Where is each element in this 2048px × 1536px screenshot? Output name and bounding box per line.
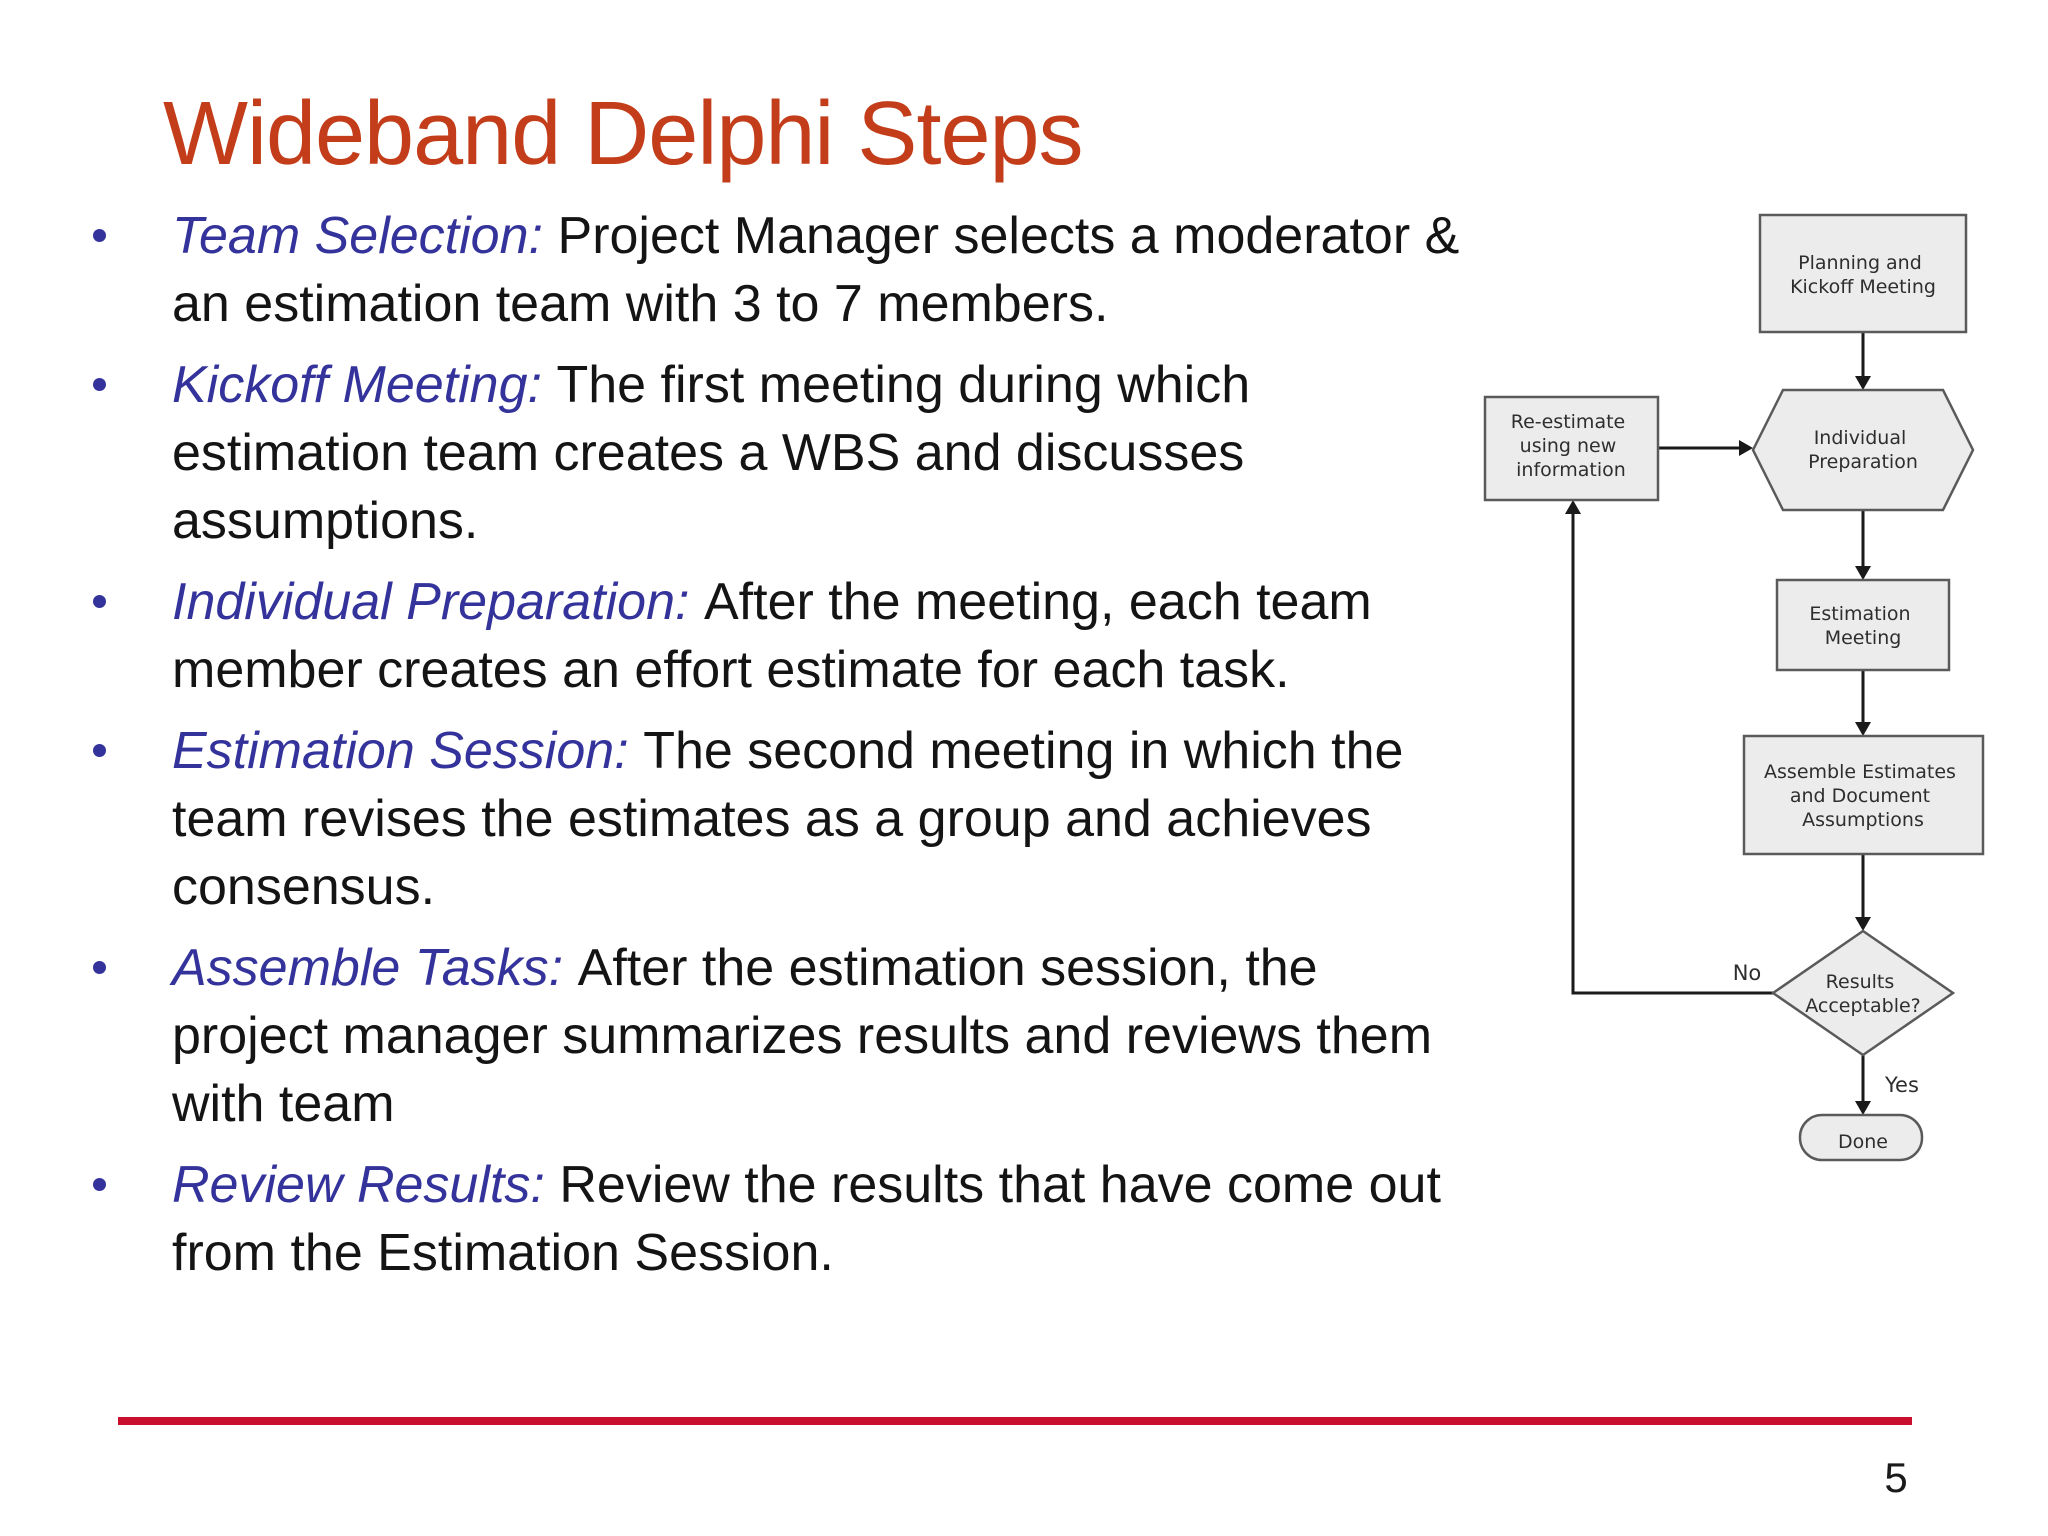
flow-node-estimation-label: Estimation Meeting — [1809, 603, 1916, 649]
flow-node-results-acceptable — [1770, 929, 1956, 1057]
bullet-lead: Kickoff Meeting: — [172, 356, 542, 414]
flow-node-done — [1798, 1113, 1924, 1162]
bullet-line: Assemble Tasks:After the estimation sess… — [172, 934, 1573, 1002]
bullet-item-review-results: Review Results:Review the results that h… — [93, 1151, 1573, 1287]
bullet-text: After the estimation session, the — [577, 939, 1318, 997]
bullet-lead: Review Results: — [172, 1156, 545, 1214]
bullet-dot — [93, 744, 106, 757]
arrowhead-icon — [1565, 500, 1581, 514]
bullet-line: team revises the estimates as a group an… — [172, 790, 1372, 848]
bullet-line: Individual Preparation:After the meeting… — [172, 568, 1573, 636]
bullet-lead: Individual Preparation: — [172, 573, 690, 631]
page-title: Wideband Delphi Steps — [163, 84, 1084, 184]
bullet-dot — [93, 229, 106, 242]
bullet-lead: Team Selection: — [172, 207, 543, 265]
bullet-item-individual-preparation: Individual Preparation:After the meeting… — [93, 568, 1573, 704]
bullet-item-team-selection: Team Selection:Project Manager selects a… — [93, 202, 1573, 338]
bullet-text: After the meeting, each team — [703, 573, 1372, 631]
edge-label-no: No — [1733, 961, 1762, 985]
flow-node-reestimate-label: Re-estimate using new information — [1511, 411, 1632, 481]
arrowhead-icon — [1855, 376, 1871, 390]
edge-label-yes: Yes — [1884, 1073, 1919, 1097]
bullet-item-assemble-tasks: Assemble Tasks:After the estimation sess… — [93, 934, 1573, 1138]
arrowhead-icon — [1855, 722, 1871, 736]
bullet-text: Project Manager selects a moderator & — [557, 207, 1460, 265]
bullet-list: Team Selection:Project Manager selects a… — [93, 202, 1573, 1300]
bullet-line: consensus. — [172, 858, 436, 916]
bullet-text: The second meeting in which the — [643, 722, 1404, 780]
bullet-line: an estimation team with 3 to 7 members. — [172, 275, 1109, 333]
bullet-text-block: Team Selection:Project Manager selects a… — [172, 202, 1573, 338]
flow-feedback-line-no — [1571, 514, 1773, 995]
divider-line — [118, 1417, 1912, 1425]
bullet-dot — [93, 595, 106, 608]
bullet-line: Team Selection:Project Manager selects a… — [172, 202, 1573, 270]
arrowhead-icon — [1855, 566, 1871, 580]
bullet-dot — [93, 961, 106, 974]
bullet-text-block: Kickoff Meeting:The first meeting during… — [172, 351, 1573, 555]
bullet-text-block: Assemble Tasks:After the estimation sess… — [172, 934, 1573, 1138]
flow-node-assemble-label: Assemble Estimates and Document Assumpti… — [1764, 761, 1962, 831]
arrowhead-icon — [1855, 1101, 1871, 1115]
bullet-line: project manager summarizes results and r… — [172, 1007, 1433, 1065]
flow-node-planning-label: Planning and Kickoff Meeting — [1790, 252, 1936, 298]
bullet-line: Kickoff Meeting:The first meeting during… — [172, 351, 1573, 419]
page-number: 5 — [1884, 1454, 1908, 1501]
arrowhead-icon — [1739, 440, 1753, 456]
flow-node-estimation-meeting — [1775, 578, 1951, 672]
bullet-lead: Assemble Tasks: — [172, 939, 564, 997]
flow-node-individual-preparation — [1751, 388, 1975, 512]
bullet-line: Estimation Session:The second meeting in… — [172, 717, 1573, 785]
flow-node-planning — [1758, 213, 1968, 334]
bullet-text-block: Estimation Session:The second meeting in… — [172, 717, 1573, 921]
flow-node-decision-label: Results Acceptable? — [1805, 971, 1921, 1017]
bullet-text: Review the results that have come out — [559, 1156, 1441, 1214]
arrowhead-icon — [1855, 917, 1871, 931]
bullet-dot — [93, 378, 106, 391]
flow-node-done-label: Done — [1838, 1131, 1888, 1153]
flowchart-diagram: Planning and Kickoff Meeting Re-estimate… — [1483, 213, 1985, 1162]
bullet-item-estimation-session: Estimation Session:The second meeting in… — [93, 717, 1573, 921]
bullet-item-kickoff-meeting: Kickoff Meeting:The first meeting during… — [93, 351, 1573, 555]
bullet-line: from the Estimation Session. — [172, 1224, 834, 1282]
bullet-line: Review Results:Review the results that h… — [172, 1151, 1573, 1219]
bullet-text-block: Individual Preparation:After the meeting… — [172, 568, 1573, 704]
flow-node-reestimate — [1483, 395, 1660, 502]
bullet-dot — [93, 1178, 106, 1191]
bullet-line: estimation team creates a WBS and discus… — [172, 424, 1245, 482]
flow-node-assemble-estimates — [1742, 734, 1985, 856]
bullet-line: member creates an effort estimate for ea… — [172, 641, 1290, 699]
bullet-lead: Estimation Session: — [172, 722, 629, 780]
bullet-line: assumptions. — [172, 492, 479, 550]
bullet-line: with team — [172, 1075, 395, 1133]
flow-node-individual-label: Individual Preparation — [1808, 427, 1918, 473]
bullet-text-block: Review Results:Review the results that h… — [172, 1151, 1573, 1287]
bullet-text: The first meeting during which — [556, 356, 1251, 414]
